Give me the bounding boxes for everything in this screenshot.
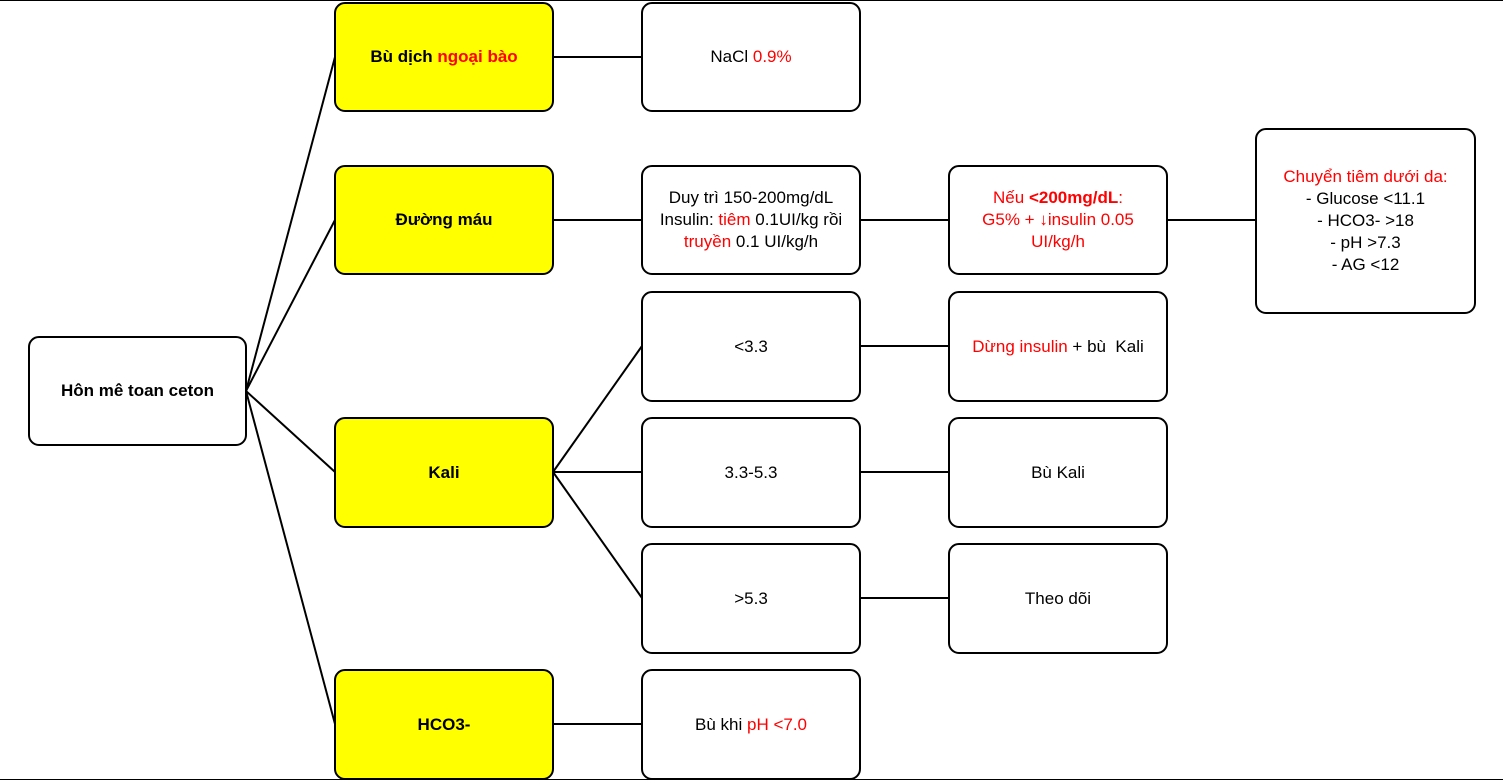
potassium-high-label: >5.3 xyxy=(734,588,768,608)
fluid-detail-text: NaCl xyxy=(710,47,753,66)
potassium-low-action-node: Dừng insulin + bù Kali xyxy=(948,291,1168,402)
glucose-detail-line2-red: tiêm xyxy=(718,210,751,229)
potassium-low-node: <3.3 xyxy=(641,291,861,402)
subcutaneous-node: Chuyển tiêm dưới da: - Glucose <11.1 - H… xyxy=(1255,128,1476,314)
glucose-detail-line1: Duy trì 150-200mg/dL xyxy=(668,188,834,207)
followup-line1-suffix: : xyxy=(1118,188,1123,207)
link-root-potassium xyxy=(245,390,336,473)
link-root-bicarbonate xyxy=(245,390,336,725)
followup-line1-bold: <200mg/dL xyxy=(1028,188,1119,207)
glucose-followup-node: Nếu <200mg/dL: G5% + ↓insulin 0.05 UI/kg… xyxy=(948,165,1168,275)
link-root-fluid xyxy=(245,56,336,392)
glucose-label: Đường máu xyxy=(395,210,493,229)
fluid-node: Bù dịch ngoại bào xyxy=(334,2,554,112)
potassium-node: Kali xyxy=(334,417,554,528)
glucose-detail-line3-suffix: 0.1 UI/kg/h xyxy=(731,232,819,251)
followup-line3: UI/kg/h xyxy=(1031,232,1085,251)
potassium-mid-node: 3.3-5.3 xyxy=(641,417,861,528)
glucose-detail-line2-suffix: 0.1UI/kg rồi xyxy=(750,210,843,229)
glucose-detail-node: Duy trì 150-200mg/dL Insulin: tiêm 0.1UI… xyxy=(641,165,861,275)
glucose-detail-line3-red: truyền xyxy=(683,232,732,251)
criteria-item: - HCO3- >18 xyxy=(1317,211,1414,230)
fluid-detail-node: NaCl 0.9% xyxy=(641,2,861,112)
bicarbonate-node: HCO3- xyxy=(334,669,554,780)
glucose-detail-line2-prefix: Insulin: xyxy=(659,210,719,229)
mid-action-label: Bù Kali xyxy=(1031,462,1085,482)
fluid-label: Bù dịch xyxy=(370,47,438,66)
root-label: Hôn mê toan ceton xyxy=(60,381,214,400)
followup-line1-prefix: Nếu xyxy=(993,188,1029,207)
potassium-mid-label: 3.3-5.3 xyxy=(724,462,778,482)
criteria-item: - Glucose <11.1 xyxy=(1305,189,1426,208)
link-potassium-low xyxy=(552,345,643,473)
potassium-mid-action-node: Bù Kali xyxy=(948,417,1168,528)
potassium-high-action-node: Theo dõi xyxy=(948,543,1168,654)
bicarbonate-label: HCO3- xyxy=(417,714,471,734)
criteria-item: - AG <12 xyxy=(1331,255,1400,274)
bicarbonate-detail-text: Bù khi xyxy=(695,714,747,734)
low-action-rest: + bù Kali xyxy=(1067,336,1144,356)
low-action-red: Dừng insulin xyxy=(972,336,1068,356)
bicarbonate-detail-highlight: pH <7.0 xyxy=(746,714,807,734)
root-node: Hôn mê toan ceton xyxy=(28,336,247,446)
fluid-highlight: ngoại bào xyxy=(437,47,518,66)
potassium-low-label: <3.3 xyxy=(734,336,768,356)
link-root-glucose xyxy=(245,219,336,392)
high-action-label: Theo dõi xyxy=(1024,588,1092,608)
link-potassium-high xyxy=(552,471,643,599)
bicarbonate-detail-node: Bù khi pH <7.0 xyxy=(641,669,861,780)
fluid-detail-highlight: 0.9% xyxy=(752,47,792,66)
criteria-item: - pH >7.3 xyxy=(1330,233,1401,252)
potassium-label: Kali xyxy=(428,462,460,482)
subcutaneous-title: Chuyển tiêm dưới da: xyxy=(1283,167,1448,186)
followup-line2: G5% + ↓insulin 0.05 xyxy=(982,210,1134,229)
glucose-node: Đường máu xyxy=(334,165,554,275)
potassium-high-node: >5.3 xyxy=(641,543,861,654)
